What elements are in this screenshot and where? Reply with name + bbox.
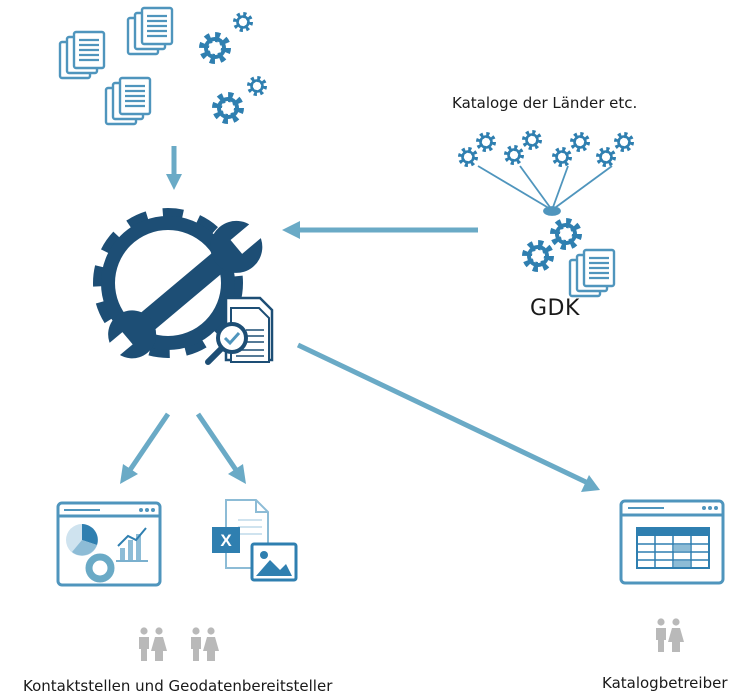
- catalog-gears-row: [461, 133, 631, 164]
- document-stack-icon: [568, 248, 616, 298]
- svg-text:X: X: [220, 531, 232, 550]
- arrow-diagonal-icon: [296, 342, 600, 492]
- gears-icon: [204, 15, 264, 119]
- dashboard-window-icon: [56, 501, 162, 587]
- contacts-label: Kontaktstellen und Geodatenbereitsteller: [23, 677, 333, 695]
- excel-image-file-icon: X: [212, 499, 298, 582]
- table-window-icon: [619, 499, 725, 585]
- document-stack-icon: [104, 76, 152, 126]
- aggregation-lines: [477, 165, 613, 216]
- arrow-left-icon: [282, 221, 478, 239]
- gear-wrench-icon: [93, 208, 267, 360]
- gdk-label: GDK: [530, 296, 580, 321]
- document-stack-icon: [126, 6, 174, 56]
- operators-label: Katalogbetreiber: [602, 674, 728, 692]
- source-catalogs-label: Kataloge der Länder etc.: [452, 94, 638, 112]
- document-magnifier-check-icon: [205, 296, 274, 365]
- people-icon: [656, 618, 684, 652]
- document-stack-icon: [58, 30, 106, 80]
- arrow-down-icon: [166, 146, 182, 190]
- arrows-split-icon: [120, 412, 246, 484]
- people-icon: [139, 627, 219, 661]
- documents-icon-group: [58, 6, 174, 126]
